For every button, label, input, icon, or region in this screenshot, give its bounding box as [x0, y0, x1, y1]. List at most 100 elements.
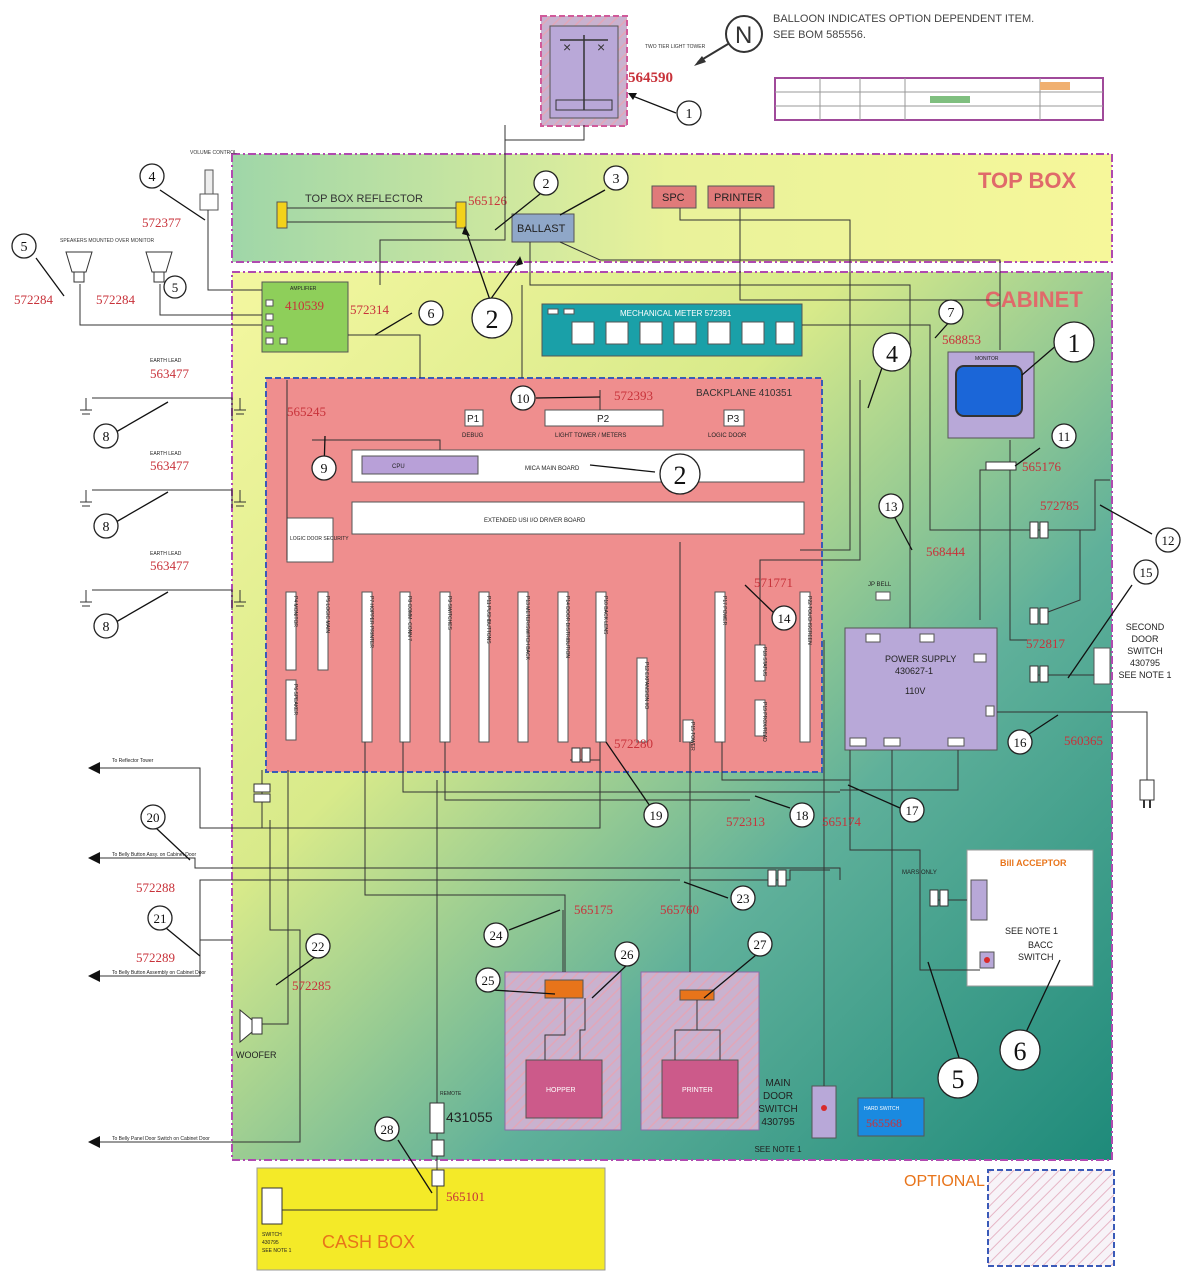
cash-box-title: CASH BOX	[322, 1232, 415, 1252]
arrow-3-label: To Belly Button Assembly on Cabinet Door	[112, 970, 206, 976]
part-563477-c: 563477	[150, 558, 190, 573]
callout-13: 13	[885, 499, 898, 514]
remote-label: REMOTE	[440, 1091, 462, 1097]
conn-p15: P15 TOWER	[689, 722, 695, 751]
p1-label: P1	[467, 414, 480, 425]
mars-only-label: MARS ONLY	[902, 870, 937, 876]
callout-8-b: 8	[103, 520, 110, 535]
part-565245: 565245	[287, 404, 326, 419]
callout-6-big: 6	[1014, 1037, 1027, 1066]
second-door-l1: SECOND	[1126, 622, 1165, 632]
bill-acceptor	[970, 879, 988, 921]
part-565101: 565101	[446, 1189, 485, 1204]
spc-box	[651, 185, 697, 209]
callout-23: 23	[737, 891, 750, 906]
callout-2-big: 2	[486, 305, 499, 334]
part-572280: 572280	[614, 736, 653, 751]
speaker-left	[65, 251, 93, 283]
p3-sub: LOGIC DOOR	[708, 433, 747, 439]
part-572284-a: 572284	[14, 292, 54, 307]
tower-x-right: ×	[597, 39, 605, 55]
callout-2-mid: 2	[674, 461, 687, 490]
part-572314: 572314	[350, 302, 390, 317]
light-tower: × ×	[540, 15, 628, 127]
volume-control	[204, 169, 214, 195]
tower-label: TWO TIER LIGHT TOWER	[645, 44, 706, 50]
callout-12: 12	[1162, 533, 1175, 548]
woofer-label: WOOFER	[236, 1050, 277, 1060]
conn-p8: P8 COMM. CONN 7	[406, 596, 412, 641]
callout-16: 16	[1014, 735, 1028, 750]
arrow-1-label: To Reflector Tower	[112, 758, 154, 764]
remote	[429, 1102, 445, 1134]
earth-label-1: EARTH LEAD	[150, 358, 182, 364]
callout-9: 9	[321, 462, 328, 477]
callout-19: 19	[650, 808, 663, 823]
callout-18: 18	[796, 808, 809, 823]
external-arrows	[88, 762, 100, 1148]
part-572313: 572313	[726, 814, 765, 829]
earth-label-2: EARTH LEAD	[150, 451, 182, 457]
cash-switch-l3: SEE NOTE 1	[262, 1248, 292, 1254]
power-supply-voltage: 110V	[905, 686, 925, 696]
printer-unit-label: PRINTER	[682, 1087, 713, 1094]
callout-15: 15	[1140, 565, 1153, 580]
callout-8-c: 8	[103, 620, 110, 635]
bill-acceptor-label: Bill ACCEPTOR	[1000, 858, 1067, 868]
woofer	[239, 1008, 263, 1044]
conn-p10: P10 BACK LENS	[602, 596, 608, 635]
callout-leaders	[35, 94, 1153, 1194]
callout-14: 14	[778, 611, 792, 626]
conn-p5: P5 LOGIC MAIN	[324, 596, 330, 633]
p3-label: P3	[727, 414, 740, 425]
callout-5-a: 5	[21, 240, 28, 255]
callout-3: 3	[613, 172, 620, 187]
second-door-l2: DOOR	[1132, 634, 1160, 644]
main-door-l4: 430795	[761, 1117, 795, 1128]
conn-p11: P11 PUSHBUTTONS	[485, 596, 491, 644]
reflector-lamp-right	[455, 201, 467, 229]
callout-7: 7	[948, 306, 955, 321]
callout-20: 20	[147, 810, 160, 825]
callout-21: 21	[154, 911, 167, 926]
io-board-label: EXTENDED USI I/O DRIVER BOARD	[484, 518, 586, 524]
second-door-l3: SWITCH	[1127, 646, 1163, 656]
callout-5-b: 5	[172, 280, 179, 295]
part-572285: 572285	[292, 978, 331, 993]
part-560365: 560365	[1064, 733, 1103, 748]
backplane-connectors	[285, 591, 811, 743]
second-door-switch	[1093, 647, 1111, 685]
part-565760: 565760	[660, 902, 699, 917]
jp-bell-label: JP BELL	[868, 582, 892, 588]
inline-connectors	[253, 461, 1049, 1187]
main-door-l1: MAIN	[766, 1078, 791, 1089]
callout-27: 27	[754, 937, 768, 952]
top-box-title: TOP BOX	[978, 168, 1077, 193]
part-565175: 565175	[574, 902, 613, 917]
conn-p17: P17 POWER	[721, 596, 727, 626]
reflector-lamp-left	[276, 201, 288, 229]
tower-x-left: ×	[563, 39, 571, 55]
p1-sub: DEBUG	[462, 433, 484, 439]
callout-4-big: 4	[886, 342, 898, 368]
printer-label: PRINTER	[714, 192, 762, 204]
mainboard-label: MICA MAIN BOARD	[525, 466, 580, 472]
second-door-l5: SEE NOTE 1	[1118, 670, 1171, 680]
part-572289: 572289	[136, 950, 175, 965]
callout-8-a: 8	[103, 430, 110, 445]
p2-label: P2	[597, 414, 610, 425]
io-driver-board	[351, 501, 805, 535]
part-572288: 572288	[136, 880, 175, 895]
conn-p19: P19 PROX/READ	[761, 702, 767, 742]
callout-2: 2	[543, 177, 550, 192]
title-block	[774, 77, 1104, 121]
hard-switch-label: HARD SWITCH	[864, 1106, 900, 1112]
jp-bell	[875, 591, 891, 601]
meter-counters	[547, 308, 795, 345]
conn-p13: P13 METER/SWITCH BACK	[524, 596, 530, 661]
main-door-l2: DOOR	[763, 1091, 793, 1102]
note-line-1: BALLOON INDICATES OPTION DEPENDENT ITEM.	[773, 13, 1034, 25]
bacc-label: BACC	[1028, 940, 1054, 950]
hard-switch-part: 565568	[866, 1116, 902, 1130]
